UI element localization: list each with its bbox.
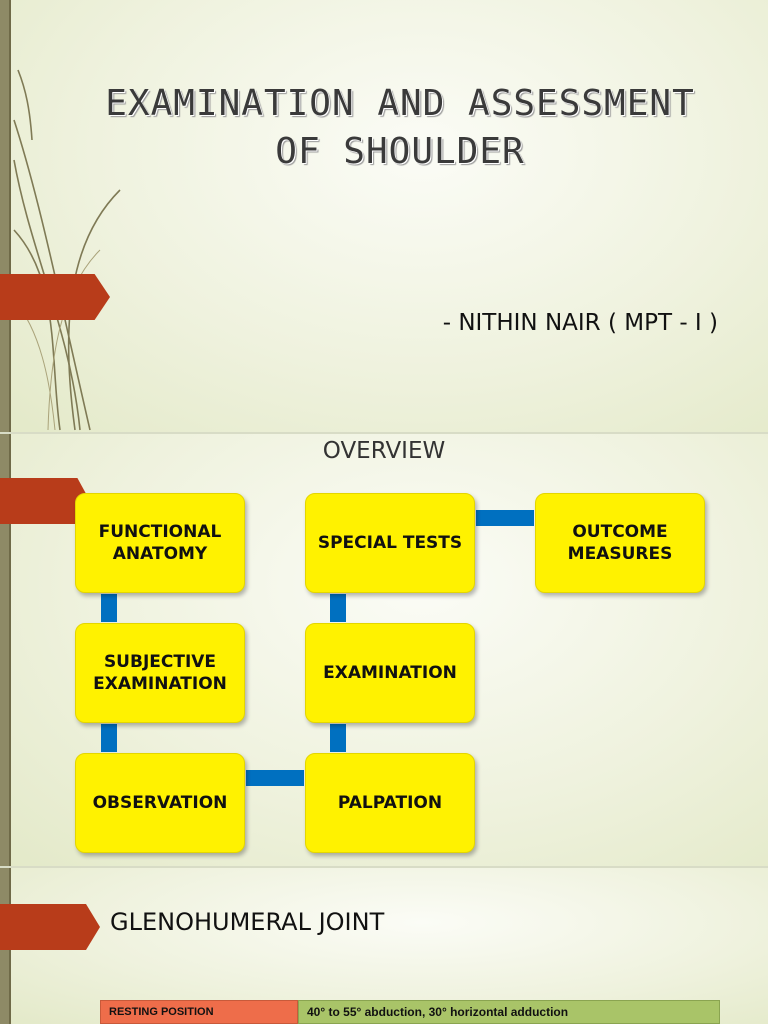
connector-subjective-observation	[101, 724, 117, 752]
connector-specialtests-outcome	[476, 510, 534, 526]
vine-decoration	[13, 69, 121, 431]
presentation-title: EXAMINATION AND ASSESSMENT OF SHOULDER	[60, 80, 740, 176]
slide-divider	[0, 866, 768, 868]
slide-divider	[0, 432, 768, 434]
box-special-tests: SPECIAL TESTS	[305, 493, 475, 593]
table-cell-value: 40° to 55° abduction, 30° horizontal add…	[298, 1000, 720, 1024]
connector-observation-palpation	[246, 770, 304, 786]
glenohumeral-slide: GLENOHUMERAL JOINT RESTING POSITION 40° …	[0, 868, 768, 1024]
left-accent-bar	[0, 0, 11, 432]
left-accent-bar	[0, 434, 11, 866]
title-line-2: OF SHOULDER	[275, 131, 525, 172]
connector-anatomy-subjective	[101, 594, 117, 622]
box-observation: OBSERVATION	[75, 753, 245, 853]
overview-title: OVERVIEW	[322, 438, 446, 464]
table-cell-label: RESTING POSITION	[100, 1000, 298, 1024]
box-outcome-measures: OUTCOME MEASURES	[535, 493, 705, 593]
box-palpation: PALPATION	[305, 753, 475, 853]
table-row: RESTING POSITION 40° to 55° abduction, 3…	[100, 1000, 720, 1024]
connector-examination-specialtests	[330, 594, 346, 622]
title-slide: EXAMINATION AND ASSESSMENT OF SHOULDER -…	[0, 0, 768, 432]
box-subjective-examination: SUBJECTIVE EXAMINATION	[75, 623, 245, 723]
connector-palpation-examination	[330, 724, 346, 752]
title-arrow-tab	[0, 274, 110, 320]
box-functional-anatomy: FUNCTIONAL ANATOMY	[75, 493, 245, 593]
overview-slide: OVERVIEW FUNCTIONAL ANATOMY SUBJECTIVE E…	[0, 434, 768, 866]
author-name: - NITHIN NAIR ( MPT - I )	[442, 310, 718, 336]
box-examination: EXAMINATION	[305, 623, 475, 723]
title-line-1: EXAMINATION AND ASSESSMENT	[105, 83, 695, 124]
section-heading: GLENOHUMERAL JOINT	[110, 908, 385, 936]
section-arrow-tab	[0, 904, 100, 950]
